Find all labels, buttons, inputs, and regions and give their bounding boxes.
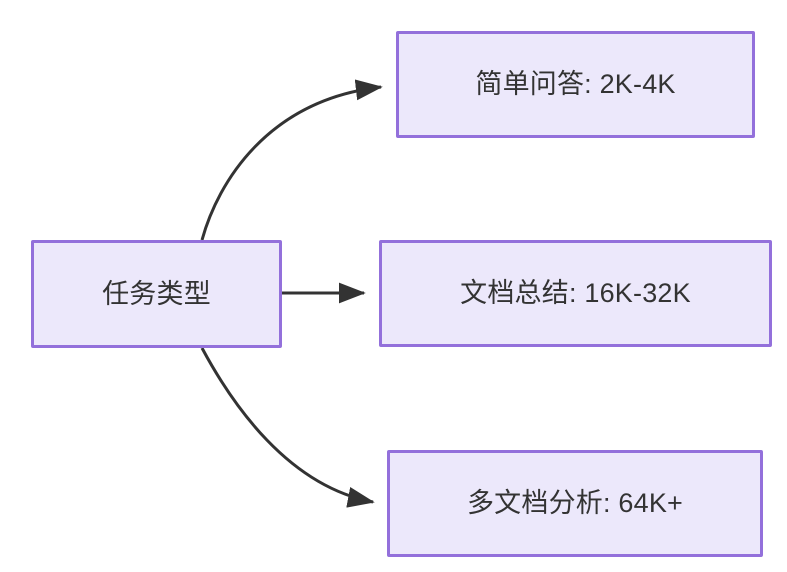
node-simple-qa[interactable]: 简单问答: 2K-4K xyxy=(396,31,755,138)
node-multi-doc-analysis[interactable]: 多文档分析: 64K+ xyxy=(387,450,763,557)
node-doc-summary-label: 文档总结: 16K-32K xyxy=(460,278,691,309)
node-multi-doc-analysis-label: 多文档分析: 64K+ xyxy=(466,488,683,519)
edge-root-to-simple-qa xyxy=(200,79,383,241)
node-simple-qa-label: 简单问答: 2K-4K xyxy=(475,69,676,100)
node-task-type[interactable]: 任务类型 xyxy=(31,240,282,348)
node-task-type-label: 任务类型 xyxy=(102,278,211,309)
node-doc-summary[interactable]: 文档总结: 16K-32K xyxy=(379,240,772,347)
edge-root-to-multi-doc xyxy=(200,347,375,508)
